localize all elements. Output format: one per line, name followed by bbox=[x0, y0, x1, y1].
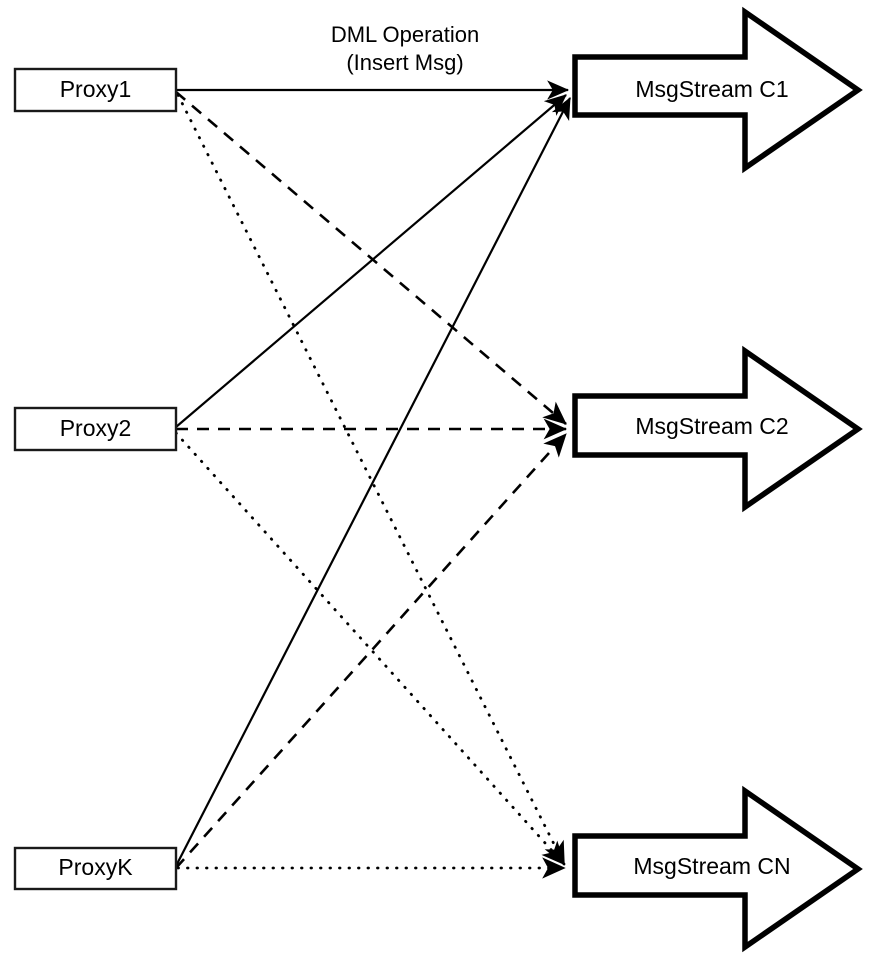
proxy2-box[interactable] bbox=[13, 406, 178, 452]
proxy1-label: Proxy1 bbox=[60, 76, 132, 102]
proxy-node-proxy2[interactable]: Proxy2 bbox=[13, 406, 178, 452]
stream-cn-label: MsgStream CN bbox=[633, 853, 790, 879]
connection-proxyk-stream-c1 bbox=[175, 97, 571, 867]
stream-c1-arrow-shape[interactable] bbox=[572, 6, 863, 174]
connection-proxy1-stream-cn bbox=[176, 93, 566, 866]
stream-node-cn[interactable]: MsgStream CN bbox=[572, 785, 863, 953]
stream-cn-arrow-shape[interactable] bbox=[572, 785, 863, 953]
proxy-node-proxy1[interactable]: Proxy1 bbox=[13, 67, 178, 113]
connection-proxy2-stream-c1 bbox=[175, 94, 567, 428]
stream-c1-label: MsgStream C1 bbox=[635, 76, 788, 102]
proxy1-box[interactable] bbox=[13, 67, 178, 113]
stream-c2-label: MsgStream C2 bbox=[635, 413, 788, 439]
stream-c2-arrow-shape[interactable] bbox=[572, 345, 863, 513]
edge-label-dml-operation: DML Operation (Insert Msg) bbox=[331, 22, 479, 75]
connection-proxy2-stream-cn bbox=[174, 431, 566, 866]
proxy-node-proxyk[interactable]: ProxyK bbox=[13, 846, 178, 891]
proxyk-label: ProxyK bbox=[58, 854, 133, 880]
proxy2-label: Proxy2 bbox=[60, 415, 132, 441]
edge-label-line1: DML Operation bbox=[331, 22, 479, 47]
connections-layer bbox=[174, 80, 571, 879]
stream-node-c2[interactable]: MsgStream C2 bbox=[572, 345, 863, 513]
connection-proxyk-stream-c2 bbox=[175, 433, 567, 869]
edge-label-line2: (Insert Msg) bbox=[346, 50, 463, 75]
stream-node-c1[interactable]: MsgStream C1 bbox=[572, 6, 863, 174]
proxyk-box[interactable] bbox=[13, 846, 178, 891]
connection-proxy1-stream-c2 bbox=[175, 91, 567, 425]
